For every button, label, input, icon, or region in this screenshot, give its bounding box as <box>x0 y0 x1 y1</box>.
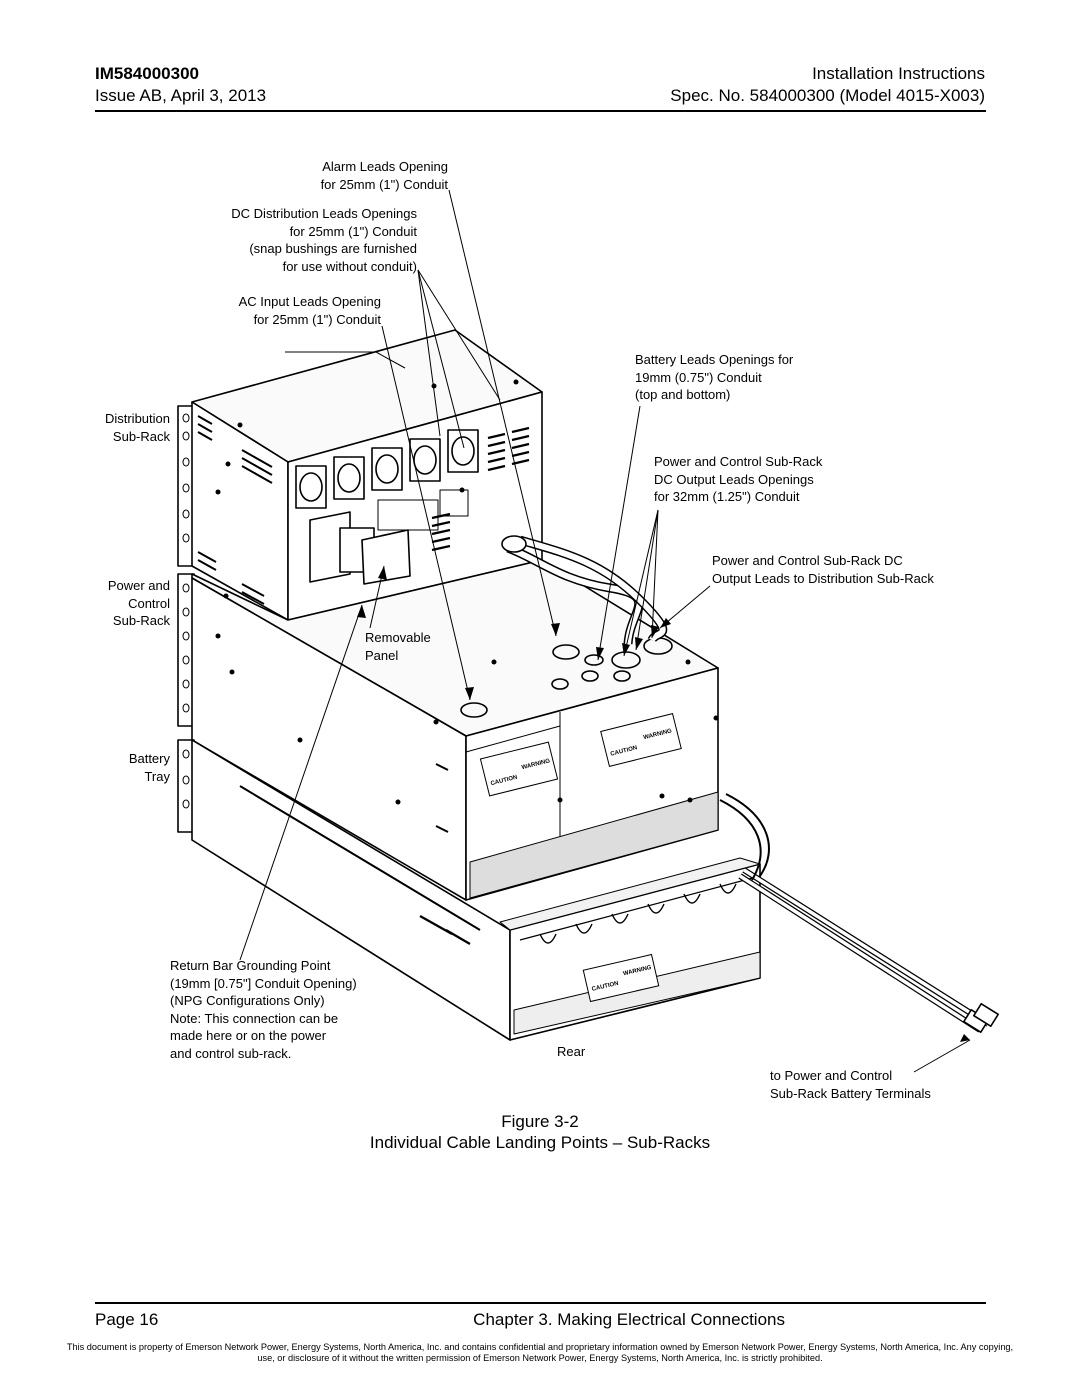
header-rule <box>95 110 986 112</box>
alarm-leads-callout: Alarm Leads Opening for 25mm (1") Condui… <box>320 159 448 192</box>
ac-input-callout: AC Input Leads Opening for 25mm (1") Con… <box>238 294 381 327</box>
battery-leads-callout: Battery Leads Openings for 19mm (0.75") … <box>635 352 794 402</box>
footer-rule <box>95 1302 986 1304</box>
battery-terminals-callout: to Power and Control Sub-Rack Battery Te… <box>770 1068 931 1101</box>
figure-title: Individual Cable Landing Points – Sub-Ra… <box>369 1133 711 1152</box>
spec-number: Spec. No. 584000300 (Model 4015-X003) <box>670 86 985 105</box>
pc-dc-output-callout: Power and Control Sub-Rack DC Output Lea… <box>712 553 934 586</box>
rear-label: Rear <box>557 1044 586 1059</box>
removable-panel-label: Removable Panel <box>365 630 431 663</box>
dc-distribution-callout: DC Distribution Leads Openings for 25mm … <box>231 206 417 274</box>
page-number: Page 16 <box>95 1310 159 1329</box>
figure-number: Figure 3-2 <box>501 1112 579 1131</box>
pc-output-callout: Power and Control Sub-Rack DC Output Lea… <box>654 454 823 504</box>
issue-date: Issue AB, April 3, 2013 <box>95 86 267 105</box>
document-id: IM584000300 <box>95 64 199 83</box>
document-type: Installation Instructions <box>812 64 985 83</box>
confidentiality-notice: This document is property of Emerson Net… <box>66 1342 1014 1363</box>
return-bar-callout: Return Bar Grounding Point (19mm [0.75"]… <box>170 958 357 1061</box>
battery-tray-label: Battery Tray <box>128 751 170 784</box>
caution-label: CAUTION <box>591 981 619 993</box>
chapter-title: Chapter 3. Making Electrical Connections <box>473 1310 785 1329</box>
power-control-subrack-label: Power and Control Sub-Rack <box>107 578 170 628</box>
distribution-subrack-label: Distribution Sub-Rack <box>104 411 170 444</box>
